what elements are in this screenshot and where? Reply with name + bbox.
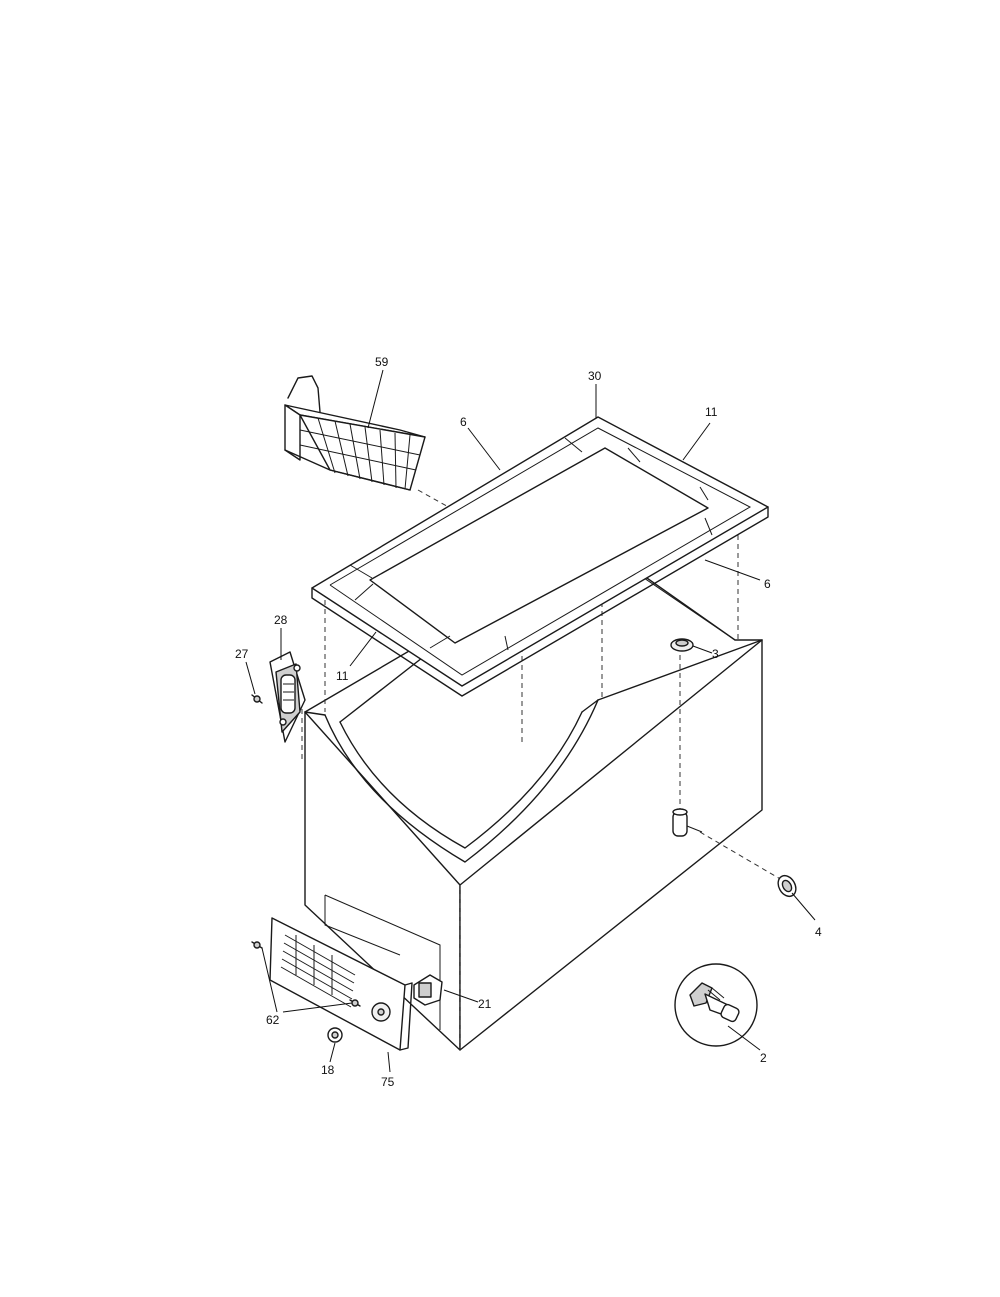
wire-basket [284, 375, 426, 491]
drain-fitting-detail [674, 963, 758, 1047]
label-part-18: 18 [321, 1063, 335, 1077]
label-part-11-left: 11 [336, 669, 349, 683]
label-part-27: 27 [235, 647, 249, 661]
control-switch [413, 974, 443, 1006]
grille-screws [251, 941, 361, 1007]
leader-lines [245, 369, 816, 1073]
label-part-75: 75 [381, 1075, 395, 1089]
drain-plug [670, 638, 694, 652]
label-part-4: 4 [815, 925, 822, 939]
label-part-6-right: 6 [764, 577, 771, 591]
grommet [327, 1027, 343, 1043]
label-part-2: 2 [760, 1051, 767, 1065]
label-part-11-top: 11 [705, 405, 718, 419]
label-part-28: 28 [274, 613, 288, 627]
kick-plate-grille [269, 894, 441, 1051]
drain-tube [672, 808, 703, 837]
hinge-screw [251, 694, 263, 704]
label-part-59: 59 [375, 355, 389, 369]
label-part-6-top: 6 [460, 415, 467, 429]
label-part-62: 62 [266, 1013, 280, 1027]
door-gasket-frame [311, 416, 769, 697]
part-labels: 59 30 6 11 6 28 27 11 3 4 21 62 2 18 75 [235, 355, 822, 1089]
lid-hinge [269, 651, 306, 743]
label-part-3: 3 [712, 647, 719, 661]
drain-cap [777, 874, 797, 898]
label-part-30: 30 [588, 369, 602, 383]
label-part-21: 21 [478, 997, 492, 1011]
